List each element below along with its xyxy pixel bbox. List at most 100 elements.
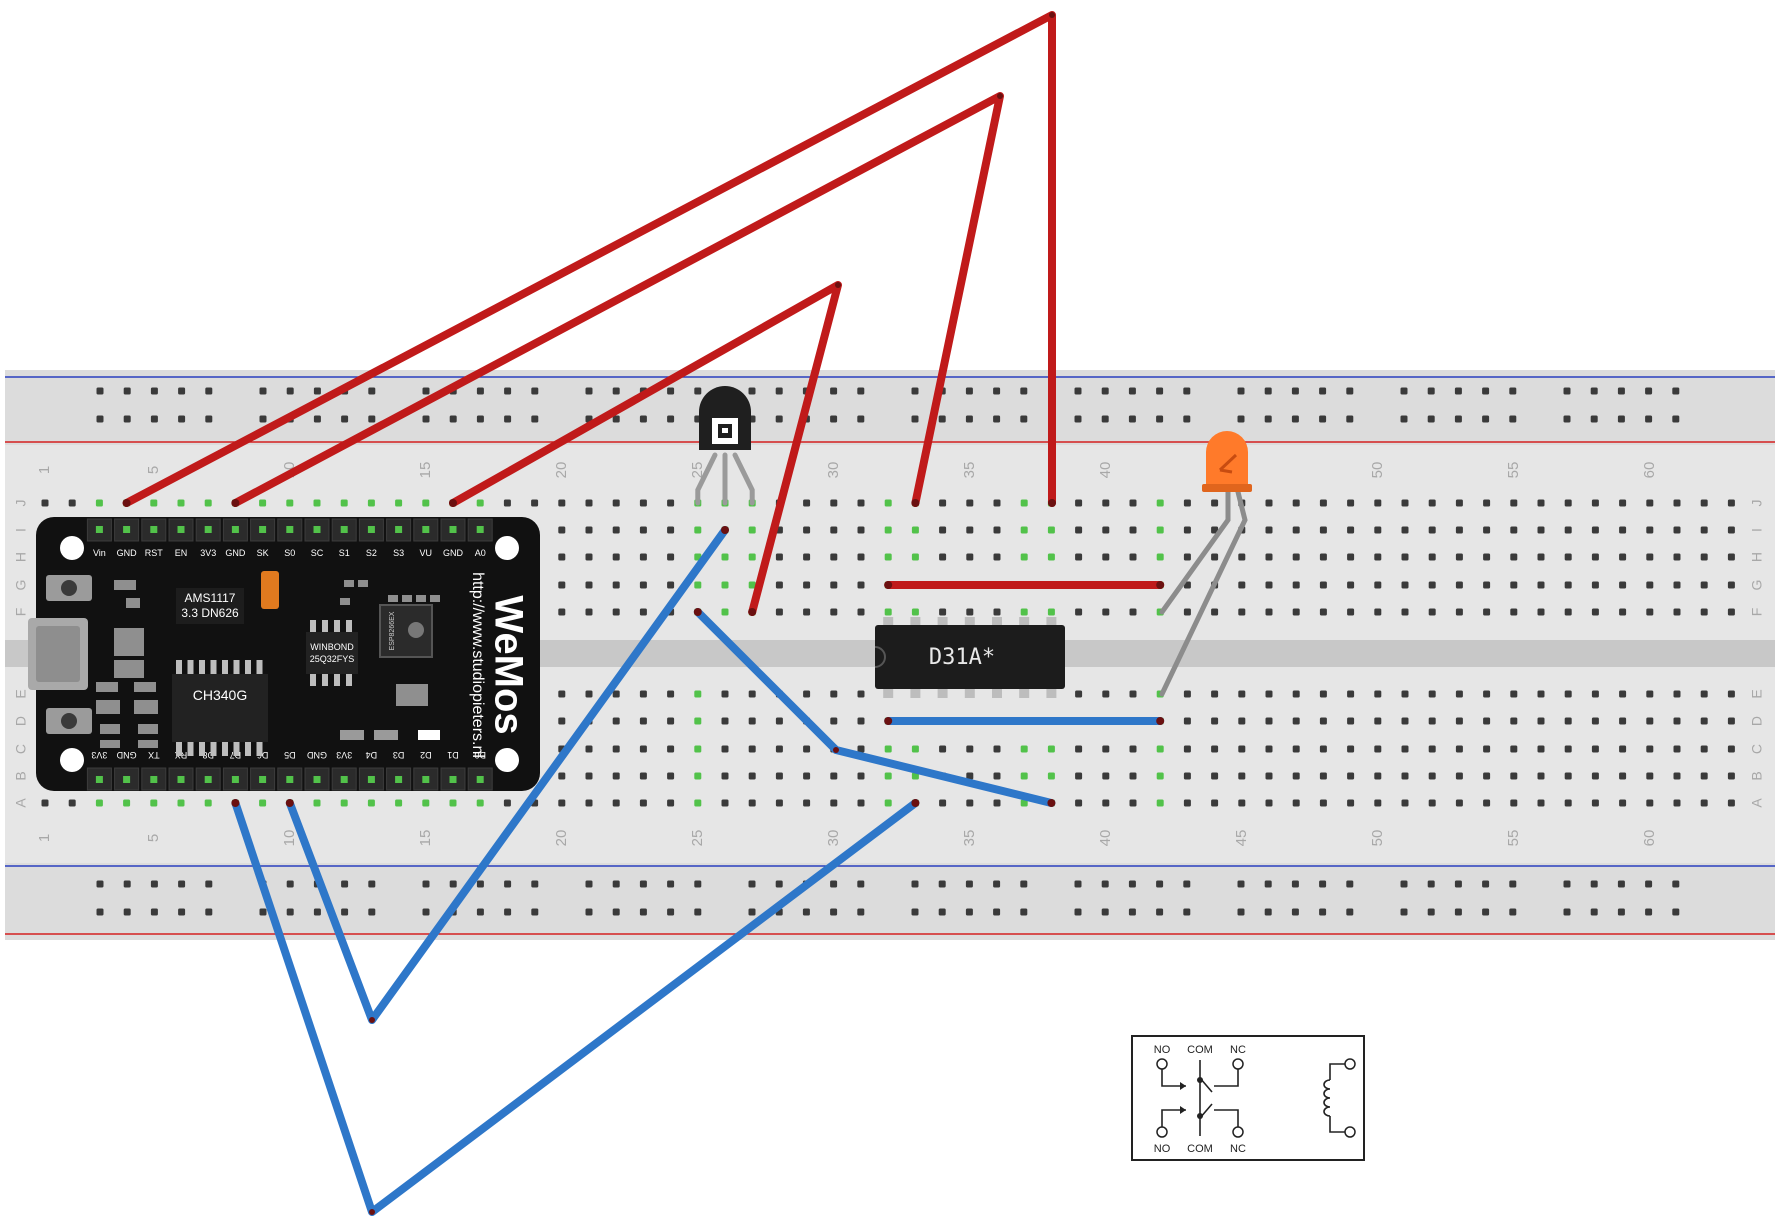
column-number: 35 bbox=[961, 830, 978, 847]
hole-connected bbox=[177, 799, 185, 807]
pin-contact bbox=[177, 776, 185, 783]
rail-hole bbox=[1156, 387, 1164, 395]
hole bbox=[1319, 526, 1327, 534]
rail-hole bbox=[830, 415, 838, 423]
pin-contact bbox=[476, 776, 484, 783]
ic-leg bbox=[346, 620, 352, 632]
hole bbox=[1673, 799, 1681, 807]
hole-connected bbox=[150, 499, 158, 507]
hole bbox=[830, 717, 838, 725]
wemos-pcb bbox=[36, 517, 540, 791]
hole-connected bbox=[123, 799, 131, 807]
smd-part bbox=[96, 700, 120, 714]
rail-hole bbox=[585, 908, 593, 916]
rail-hole bbox=[911, 415, 919, 423]
hole bbox=[1183, 526, 1191, 534]
hole-connected bbox=[694, 717, 702, 725]
hole-connected bbox=[1047, 608, 1055, 616]
pin-label: GND bbox=[307, 750, 328, 760]
hole bbox=[1347, 772, 1355, 780]
wire-end bbox=[1047, 799, 1056, 807]
ch340-chip bbox=[172, 674, 268, 742]
row-letter: B bbox=[1749, 771, 1765, 780]
hole bbox=[1428, 717, 1436, 725]
hole bbox=[1537, 745, 1545, 753]
rail-hole bbox=[150, 908, 158, 916]
rail-hole bbox=[993, 908, 1001, 916]
wires bbox=[122, 11, 1165, 1216]
mounting-hole bbox=[495, 748, 519, 772]
hole bbox=[1265, 717, 1273, 725]
button-cap bbox=[61, 713, 77, 729]
pin-contact bbox=[367, 776, 375, 783]
pin-label: D3 bbox=[393, 750, 405, 760]
rail-hole bbox=[286, 387, 294, 395]
rail-hole bbox=[1128, 880, 1136, 888]
ic-leg bbox=[322, 674, 328, 686]
rail-hole bbox=[857, 415, 865, 423]
hole bbox=[1347, 608, 1355, 616]
column-number: 45 bbox=[1233, 830, 1250, 847]
pin-contact bbox=[231, 526, 239, 533]
rail-hole bbox=[123, 880, 131, 888]
hole bbox=[1211, 799, 1219, 807]
hole bbox=[1455, 745, 1463, 753]
ic-leg bbox=[233, 660, 240, 674]
hole bbox=[612, 799, 620, 807]
row-letter: D bbox=[1749, 716, 1765, 726]
hole bbox=[1564, 499, 1572, 507]
row-letter: F bbox=[1749, 608, 1765, 617]
hole bbox=[1401, 690, 1409, 698]
hole bbox=[558, 581, 566, 589]
rail-hole bbox=[504, 415, 512, 423]
relay-frame bbox=[1131, 1035, 1365, 1161]
hole bbox=[1075, 799, 1083, 807]
hole bbox=[1129, 690, 1137, 698]
hole bbox=[585, 553, 593, 561]
hole bbox=[1564, 772, 1572, 780]
hole bbox=[1347, 553, 1355, 561]
hole bbox=[939, 799, 947, 807]
hole bbox=[1455, 526, 1463, 534]
hole bbox=[1238, 608, 1246, 616]
rail-hole bbox=[1264, 908, 1272, 916]
hole bbox=[1292, 499, 1300, 507]
wemos-board: Vin3V3GNDGNDRSTTXENRX3V3D8GNDD7SKD6S0D5S… bbox=[28, 517, 540, 791]
rail-hole bbox=[1400, 415, 1408, 423]
rail-hole bbox=[449, 415, 457, 423]
hole bbox=[775, 553, 783, 561]
wire-end bbox=[884, 581, 893, 589]
hole bbox=[1401, 553, 1409, 561]
hole bbox=[1510, 581, 1518, 589]
hole bbox=[775, 772, 783, 780]
hole bbox=[1428, 553, 1436, 561]
hole bbox=[1075, 499, 1083, 507]
ic-leg bbox=[210, 742, 217, 756]
hole bbox=[1673, 608, 1681, 616]
hole-connected bbox=[911, 772, 919, 780]
hole bbox=[1183, 799, 1191, 807]
hole bbox=[1727, 553, 1735, 561]
smd-part bbox=[100, 724, 120, 734]
hole bbox=[966, 772, 974, 780]
hole bbox=[1428, 799, 1436, 807]
pin-label: GND bbox=[116, 750, 137, 760]
hole bbox=[857, 608, 865, 616]
ic-leg bbox=[310, 620, 316, 632]
hole bbox=[1619, 772, 1627, 780]
rail-hole bbox=[1563, 415, 1571, 423]
hole-connected bbox=[1020, 553, 1028, 561]
pin-contact bbox=[395, 526, 403, 533]
hole bbox=[1510, 553, 1518, 561]
hole bbox=[1483, 499, 1491, 507]
rail-hole bbox=[830, 908, 838, 916]
hole-connected bbox=[95, 799, 103, 807]
wire-end bbox=[449, 499, 457, 507]
hole bbox=[41, 799, 49, 807]
rail-hole bbox=[993, 387, 1001, 395]
hole bbox=[748, 690, 756, 698]
hole bbox=[612, 499, 620, 507]
hole bbox=[639, 690, 647, 698]
hole-connected bbox=[1020, 608, 1028, 616]
hole bbox=[1591, 526, 1599, 534]
